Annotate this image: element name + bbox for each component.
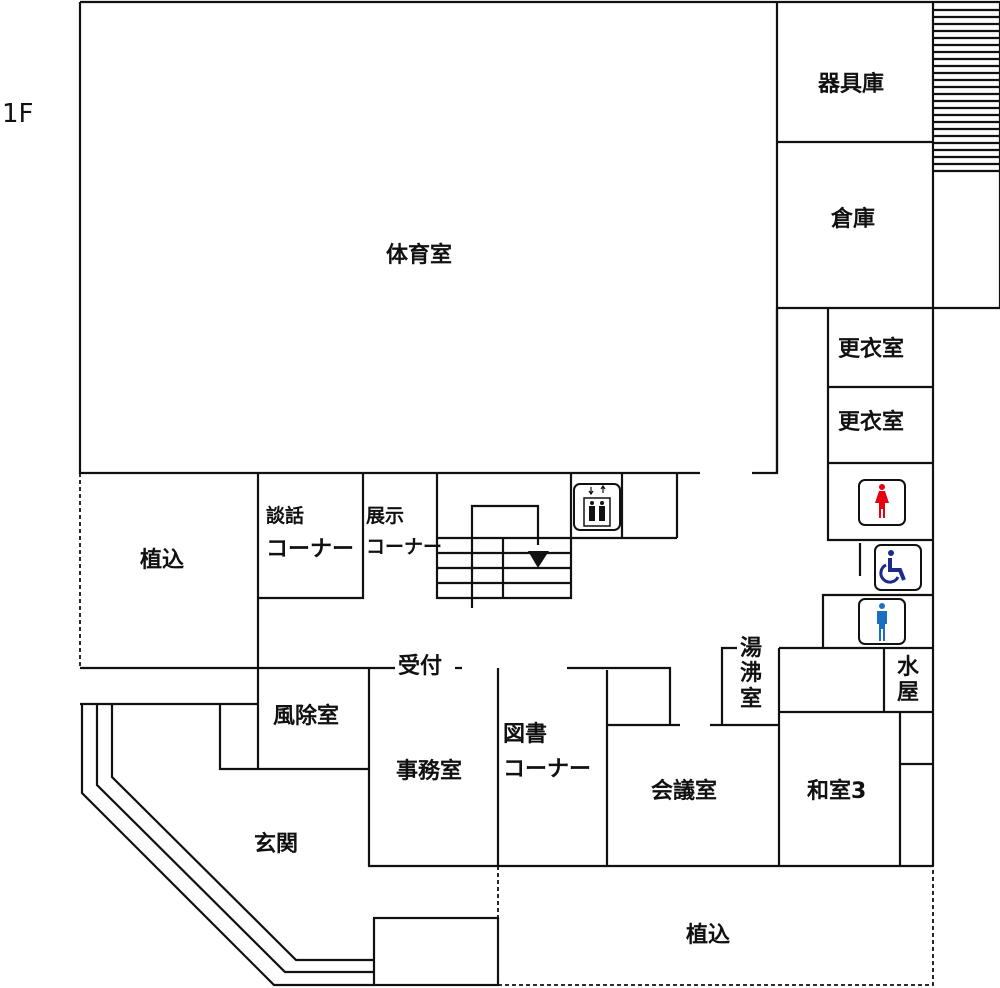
- room-meeting: 会議室: [651, 779, 718, 804]
- room-exhibit-line1: 展示: [366, 505, 405, 527]
- planter-bottom-border: [497, 866, 934, 986]
- room-planter-left: 植込: [140, 548, 185, 573]
- room-lounge-line1: 談話: [266, 505, 305, 527]
- lounge-walls: [258, 473, 439, 600]
- stairs-top-right: [933, 8, 1000, 173]
- office-walls: [258, 666, 933, 868]
- room-kitchenette: 湯沸室: [739, 636, 762, 712]
- windbreak-walls: [80, 473, 369, 771]
- entrance-step: [372, 916, 500, 987]
- room-storage: 倉庫: [831, 207, 876, 232]
- room-office: 事務室: [396, 759, 463, 784]
- room-mizuya: 水屋: [896, 655, 919, 706]
- room-planter-bottom: 植込: [686, 923, 731, 948]
- room-equipment: 器具庫: [818, 72, 885, 97]
- entrance-ramp-rails: [80, 704, 374, 987]
- stairs-center: [435, 473, 679, 608]
- floor-label: 1F: [2, 99, 34, 129]
- storage-walls: [777, 2, 1000, 310]
- kitchenette-walls: [710, 646, 779, 727]
- room-japanese: 和室3: [807, 779, 867, 804]
- room-entrance: 玄関: [254, 832, 299, 857]
- locker-walls: [775, 308, 935, 866]
- room-lounge-line2: コーナー: [266, 537, 355, 562]
- stairs-down-arrow: [528, 551, 549, 568]
- room-locker-2: 更衣室: [838, 410, 905, 435]
- room-library-line1: 図書: [503, 722, 548, 747]
- toilet-walls: [821, 543, 933, 648]
- room-windbreak: 風除室: [273, 704, 340, 729]
- room-locker-1: 更衣室: [838, 337, 905, 362]
- room-gym: 体育室: [386, 243, 453, 268]
- room-library-line2: コーナー: [503, 757, 592, 782]
- room-exhibit-line2: コーナー: [366, 536, 443, 558]
- japanese-room-walls: [777, 646, 933, 866]
- room-reception: 受付: [398, 654, 443, 679]
- meeting-walls: [567, 666, 680, 866]
